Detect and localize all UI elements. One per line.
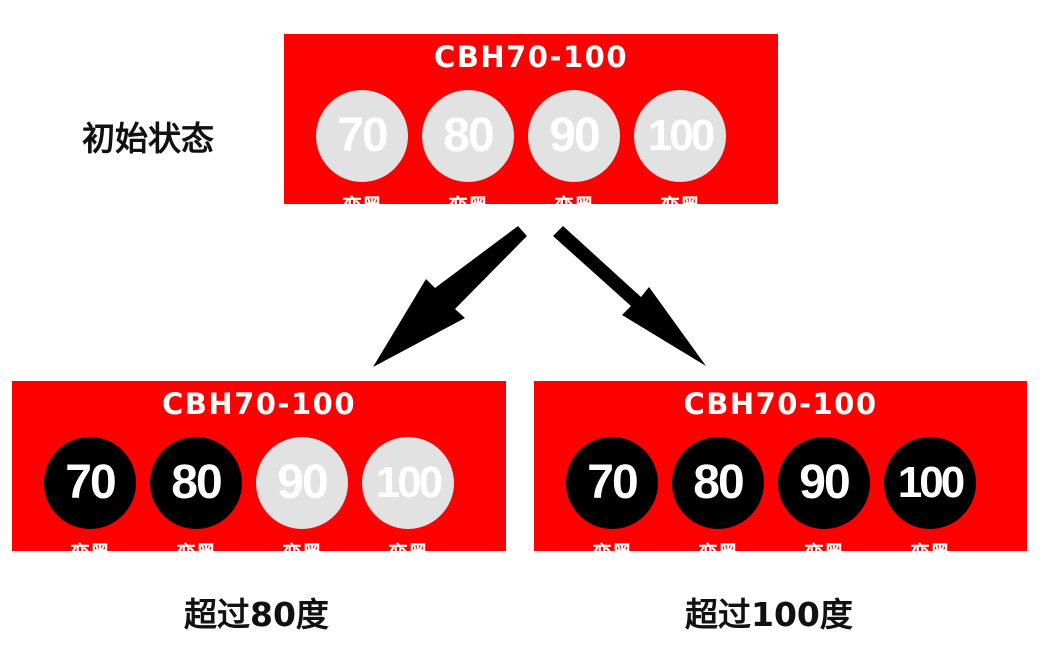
dot-circle: 80 [422, 90, 514, 182]
dot-row: 70 变黑 80 变黑 90 变黑 100 变黑 [316, 90, 778, 218]
dot-caption: 变黑 [342, 194, 382, 218]
indicator-card-over-100: CBH70-100 70 变黑 80 变黑 90 变黑 100 变黑 [534, 381, 1027, 565]
temperature-dot: 90 变黑 [256, 437, 352, 577]
dot-row: 70 变黑 80 变黑 90 变黑 100 变黑 [44, 437, 506, 565]
temperature-dot: 90 变黑 [778, 437, 874, 577]
indicator-card-over-80: CBH70-100 70 变黑 80 变黑 90 变黑 100 变黑 [12, 381, 506, 565]
temperature-dot: 70 变黑 [44, 437, 140, 577]
temperature-dot: 80 变黑 [672, 437, 768, 577]
temperature-dot: 80 变黑 [422, 90, 518, 230]
dot-caption: 变黑 [282, 541, 322, 565]
temperature-dot: 70 变黑 [316, 90, 412, 230]
dot-circle: 70 [566, 437, 658, 529]
state-label-over-80: 超过80度 [184, 595, 329, 634]
dot-circle: 100 [362, 437, 454, 529]
temperature-dot: 80 变黑 [150, 437, 246, 577]
dot-circle: 80 [672, 437, 764, 529]
dot-circle: 90 [528, 90, 620, 182]
temperature-dot: 100 变黑 [884, 437, 980, 577]
dot-caption: 变黑 [448, 194, 488, 218]
dot-circle: 70 [316, 90, 408, 182]
temperature-dot: 90 变黑 [528, 90, 624, 230]
state-label-initial: 初始状态 [82, 119, 214, 158]
dot-caption: 变黑 [910, 541, 950, 565]
dot-caption: 变黑 [176, 541, 216, 565]
temperature-dot: 100 变黑 [362, 437, 458, 577]
dot-circle: 70 [44, 437, 136, 529]
card-model-name: CBH70-100 [433, 40, 629, 74]
card-model-name: CBH70-100 [683, 387, 878, 421]
dot-row: 70 变黑 80 变黑 90 变黑 100 变黑 [566, 437, 1027, 565]
dot-caption: 变黑 [70, 541, 110, 565]
dot-caption: 变黑 [804, 541, 844, 565]
arrow-right-icon [553, 226, 706, 366]
dot-caption: 变黑 [698, 541, 738, 565]
temperature-dot: 100 变黑 [634, 90, 730, 230]
dot-circle: 100 [634, 90, 726, 182]
dot-caption: 变黑 [592, 541, 632, 565]
indicator-card-initial: CBH70-100 70 变黑 80 变黑 90 变黑 100 变黑 [284, 34, 778, 218]
dot-caption: 变黑 [660, 194, 700, 218]
dot-caption: 变黑 [388, 541, 428, 565]
card-model-name: CBH70-100 [161, 387, 357, 421]
dot-caption: 变黑 [554, 194, 594, 218]
dot-circle: 100 [884, 437, 976, 529]
state-label-over-100: 超过100度 [685, 595, 853, 634]
dot-circle: 90 [778, 437, 870, 529]
arrow-left-icon [373, 226, 527, 367]
dot-circle: 90 [256, 437, 348, 529]
temperature-dot: 70 变黑 [566, 437, 662, 577]
dot-circle: 80 [150, 437, 242, 529]
